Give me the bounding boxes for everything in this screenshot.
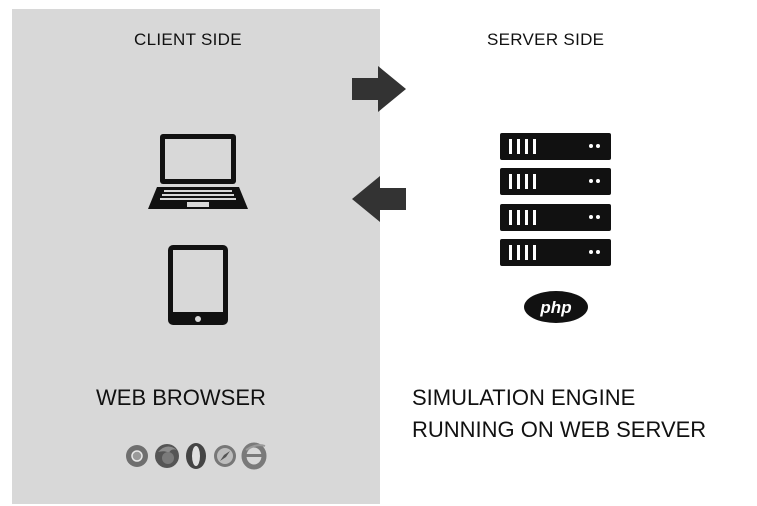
php-logo-icon: php bbox=[524, 291, 588, 323]
server-caption-line-1: SIMULATION ENGINE bbox=[412, 385, 636, 410]
server-unit bbox=[500, 239, 611, 266]
tablet-icon bbox=[168, 245, 228, 325]
server-caption-line-2: RUNNING ON WEB SERVER bbox=[412, 417, 707, 442]
php-logo-text: php bbox=[539, 298, 571, 317]
browser-logos bbox=[126, 442, 267, 470]
arrow-left-icon bbox=[352, 176, 406, 222]
chrome-icon bbox=[126, 445, 148, 467]
client-caption: WEB BROWSER bbox=[96, 385, 266, 410]
firefox-icon bbox=[155, 444, 179, 468]
server-unit bbox=[500, 204, 611, 231]
arrow-right-icon bbox=[352, 66, 406, 112]
server-unit bbox=[500, 133, 611, 160]
safari-icon bbox=[214, 445, 236, 467]
client-side-heading: CLIENT SIDE bbox=[134, 30, 242, 49]
laptop-icon bbox=[148, 134, 248, 209]
server-unit bbox=[500, 168, 611, 195]
opera-icon bbox=[186, 443, 206, 469]
internet-explorer-icon bbox=[241, 442, 267, 470]
server-side-heading: SERVER SIDE bbox=[487, 30, 605, 49]
